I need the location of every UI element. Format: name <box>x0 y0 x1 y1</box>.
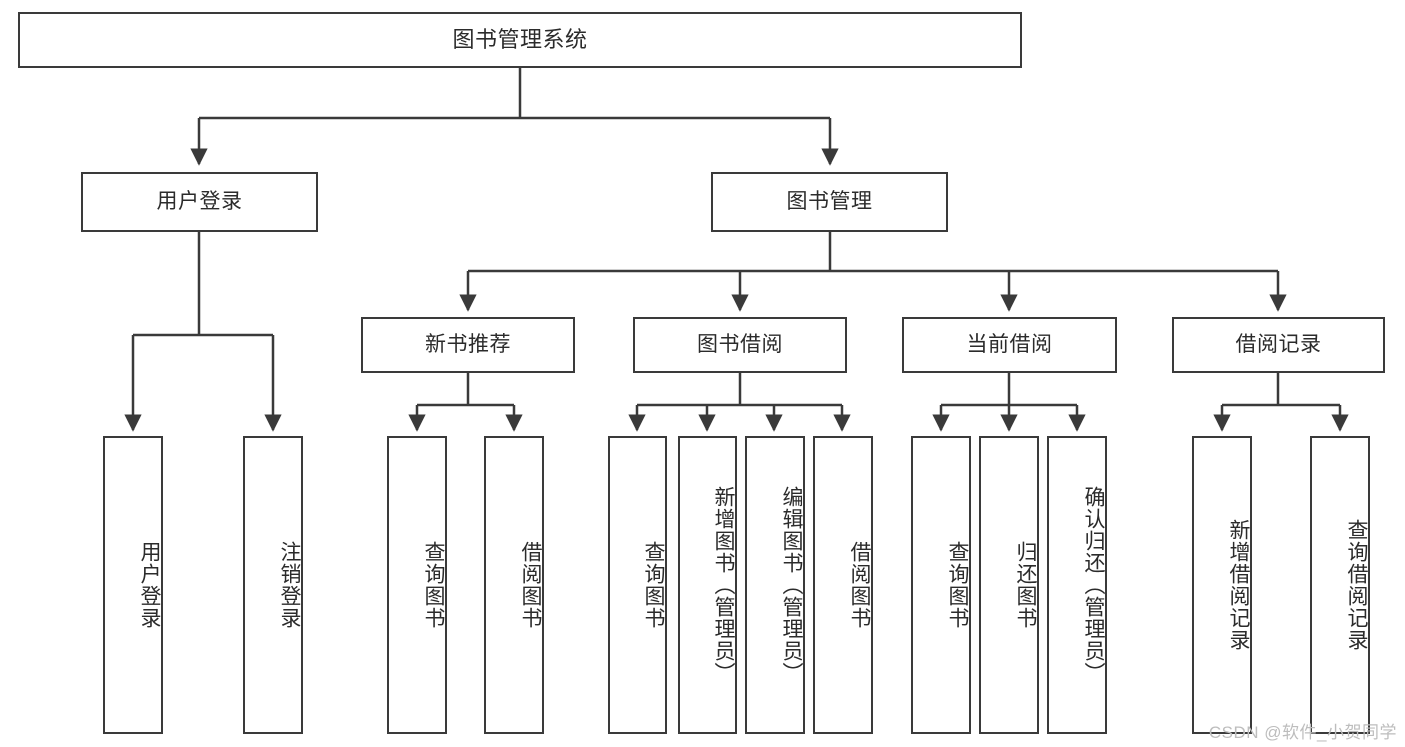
node-label: 借阅图书 <box>848 541 871 629</box>
node-label: 用户登录 <box>138 541 161 629</box>
csdn-watermark: CSDN @软件_小贺同学 <box>1208 723 1397 742</box>
node-label: 注销登录 <box>278 541 301 629</box>
node-current-borrowing[interactable]: 当前借阅 <box>902 317 1117 373</box>
node-book-management[interactable]: 图书管理 <box>711 172 948 232</box>
node-label: 查询图书 <box>422 541 445 629</box>
leaf-return-books[interactable]: 归还图书 <box>979 436 1039 734</box>
node-label: 图书管理系统 <box>452 26 588 52</box>
node-label: 编辑图书（管理员） <box>780 486 803 684</box>
node-label: 图书借阅 <box>697 333 783 357</box>
leaf-add-borrow-record[interactable]: 新增借阅记录 <box>1192 436 1252 734</box>
node-label: 查询图书 <box>946 541 969 629</box>
node-label: 图书管理 <box>786 190 873 214</box>
node-label: 确认归还（管理员） <box>1082 486 1105 684</box>
node-label: 新增借阅记录 <box>1227 519 1250 651</box>
node-new-book-recommendation[interactable]: 新书推荐 <box>361 317 575 373</box>
leaf-query-books-current[interactable]: 查询图书 <box>911 436 971 734</box>
node-label: 新增图书（管理员） <box>712 486 735 684</box>
leaf-user-login[interactable]: 用户登录 <box>103 436 163 734</box>
node-label: 查询借阅记录 <box>1345 519 1368 651</box>
node-label: 查询图书 <box>642 541 665 629</box>
node-label: 归还图书 <box>1014 541 1037 629</box>
node-label: 当前借阅 <box>966 333 1053 357</box>
node-root-book-management-system[interactable]: 图书管理系统 <box>18 12 1022 68</box>
leaf-borrow-books[interactable]: 借阅图书 <box>813 436 873 734</box>
leaf-borrow-books-recommend[interactable]: 借阅图书 <box>484 436 544 734</box>
leaf-confirm-return-admin[interactable]: 确认归还（管理员） <box>1047 436 1107 734</box>
leaf-edit-book-admin[interactable]: 编辑图书（管理员） <box>745 436 805 734</box>
leaf-logout[interactable]: 注销登录 <box>243 436 303 734</box>
leaf-query-borrow-record[interactable]: 查询借阅记录 <box>1310 436 1370 734</box>
node-label: 用户登录 <box>156 190 243 214</box>
leaf-query-books-recommend[interactable]: 查询图书 <box>387 436 447 734</box>
node-borrow-records[interactable]: 借阅记录 <box>1172 317 1385 373</box>
node-label: 新书推荐 <box>425 333 511 357</box>
node-label: 借阅图书 <box>519 541 542 629</box>
node-label: 借阅记录 <box>1235 333 1322 357</box>
leaf-add-book-admin[interactable]: 新增图书（管理员） <box>678 436 737 734</box>
leaf-query-books-borrow[interactable]: 查询图书 <box>608 436 667 734</box>
node-user-login[interactable]: 用户登录 <box>81 172 318 232</box>
node-book-borrowing[interactable]: 图书借阅 <box>633 317 847 373</box>
